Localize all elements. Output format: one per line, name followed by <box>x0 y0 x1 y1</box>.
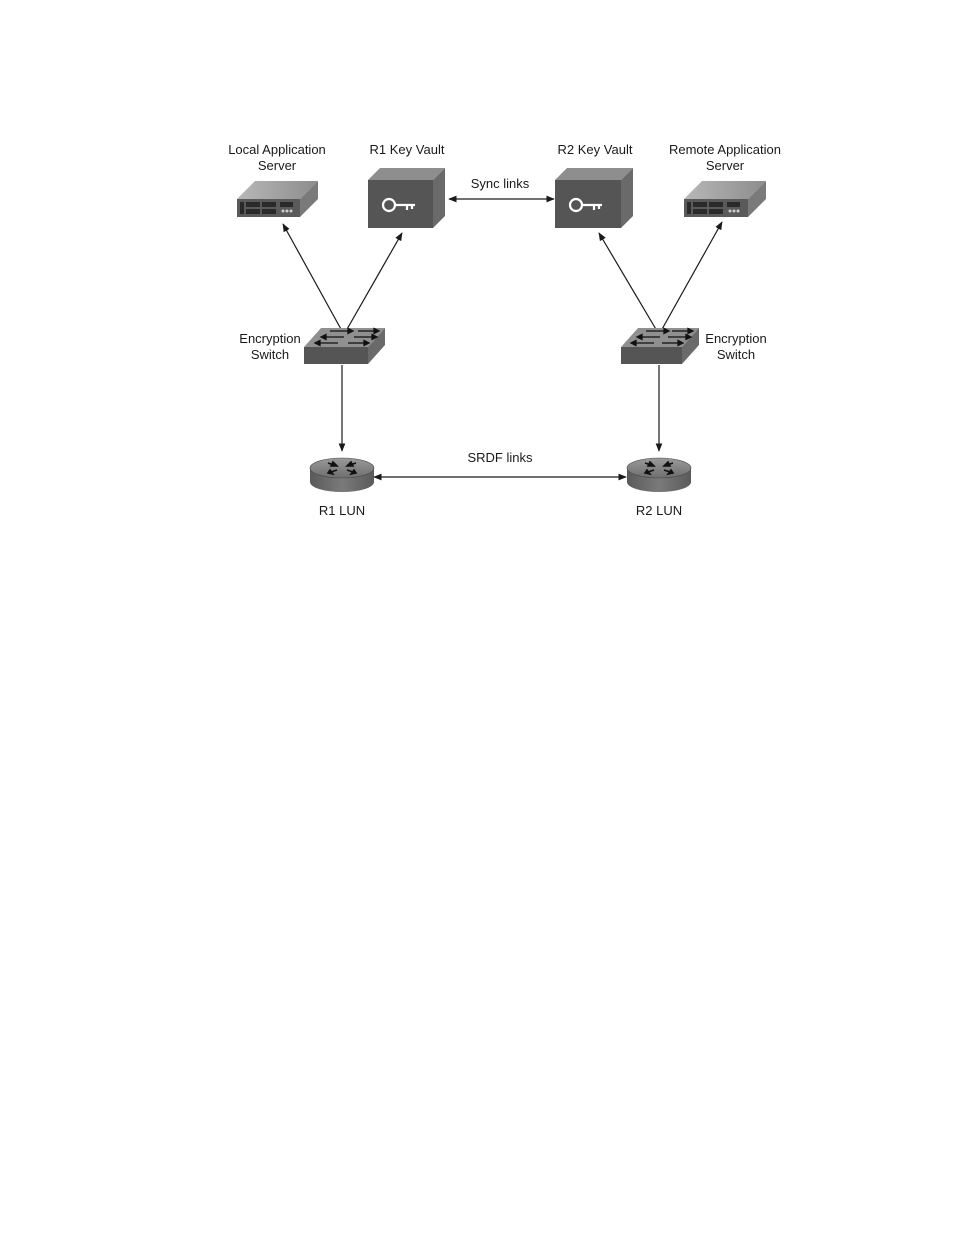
r1-lun-icon <box>310 458 374 492</box>
srdf-links-label-text: SRDF links <box>450 450 550 466</box>
local-server-label-line1: Local Application <box>217 142 337 158</box>
sync-links-label-text: Sync links <box>455 176 545 192</box>
right-switch-label-line1: Encryption <box>696 331 776 347</box>
srdf-links-label: SRDF links <box>450 450 550 466</box>
r1-key-vault-label-text: R1 Key Vault <box>357 142 457 158</box>
right-encryption-switch-icon <box>621 328 699 364</box>
left-switch-to-local-server-line <box>283 224 342 331</box>
local-server-label-line2: Server <box>217 158 337 174</box>
local-server-label: Local Application Server <box>217 142 337 174</box>
right-switch-label-line2: Switch <box>696 347 776 363</box>
r1-lun-label-text: R1 LUN <box>302 503 382 519</box>
r2-key-vault-icon <box>555 168 633 228</box>
right-switch-label: Encryption Switch <box>696 331 776 363</box>
left-switch-label-line1: Encryption <box>230 331 310 347</box>
remote-server-icon <box>684 181 766 217</box>
remote-server-label: Remote Application Server <box>660 142 790 174</box>
r2-key-vault-label-text: R2 Key Vault <box>545 142 645 158</box>
r1-key-vault-label: R1 Key Vault <box>357 142 457 158</box>
remote-server-label-line2: Server <box>660 158 790 174</box>
left-switch-to-r1-vault-line <box>346 233 402 331</box>
r2-lun-icon <box>627 458 691 492</box>
r1-key-vault-icon <box>368 168 445 228</box>
remote-server-label-line1: Remote Application <box>660 142 790 158</box>
left-encryption-switch-icon <box>304 328 385 364</box>
right-switch-to-remote-server-line <box>661 222 722 331</box>
left-switch-label: Encryption Switch <box>230 331 310 363</box>
local-server-icon <box>237 181 318 217</box>
left-switch-label-line2: Switch <box>230 347 310 363</box>
r2-key-vault-label: R2 Key Vault <box>545 142 645 158</box>
r1-lun-label: R1 LUN <box>302 503 382 519</box>
right-switch-to-r2-vault-line <box>599 233 657 331</box>
r2-lun-label: R2 LUN <box>619 503 699 519</box>
r2-lun-label-text: R2 LUN <box>619 503 699 519</box>
sync-links-label: Sync links <box>455 176 545 192</box>
